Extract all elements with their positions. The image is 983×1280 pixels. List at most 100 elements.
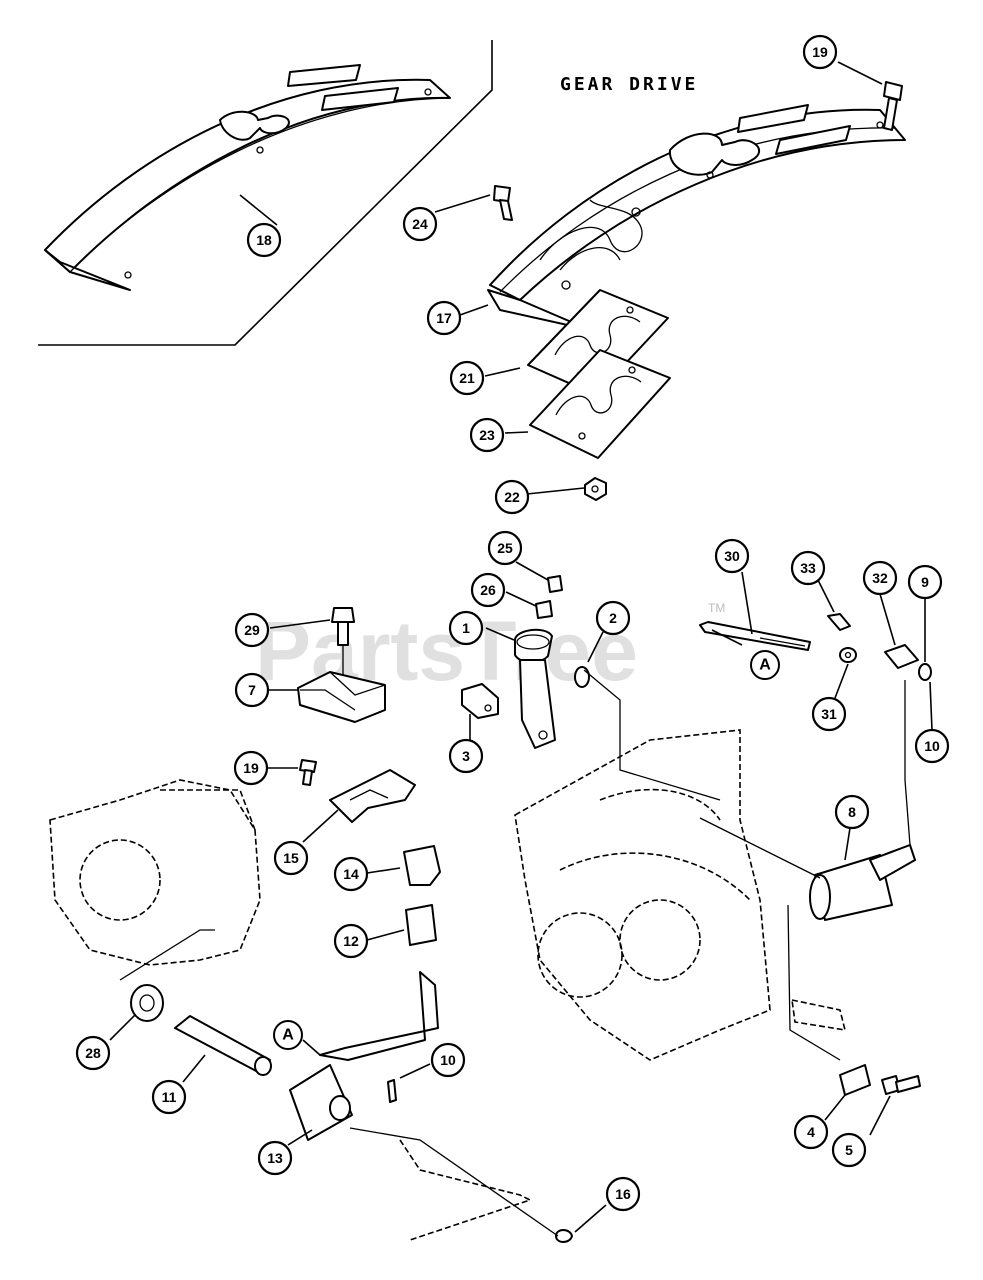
part-8-shaft	[809, 844, 916, 921]
part-30-rod	[699, 621, 811, 651]
part-9-clip	[918, 663, 932, 681]
svg-text:21: 21	[459, 370, 475, 386]
svg-text:25: 25	[497, 540, 513, 556]
part-4-block	[839, 1064, 871, 1096]
callout-11[interactable]: 11	[151, 1079, 187, 1115]
part-24-screw	[493, 185, 513, 221]
callout-32[interactable]: 32	[862, 560, 898, 596]
part-32-clevis	[884, 644, 919, 669]
bushing	[791, 998, 847, 1031]
svg-text:18: 18	[256, 232, 272, 248]
callout-13[interactable]: 13	[257, 1140, 293, 1176]
svg-text:30: 30	[724, 548, 740, 564]
part-13-lever	[289, 971, 439, 1141]
part-19-screw-top	[883, 81, 903, 131]
svg-text:1: 1	[462, 620, 470, 636]
svg-text:13: 13	[267, 1150, 283, 1166]
inset-frame	[38, 40, 493, 346]
svg-text:29: 29	[244, 622, 260, 638]
part-7-bracket	[297, 671, 386, 723]
svg-text:16: 16	[615, 1186, 631, 1202]
callout-17[interactable]: 17	[426, 300, 462, 336]
part-1-lever	[514, 628, 556, 749]
callout-2[interactable]: 2	[595, 600, 631, 636]
callout-22[interactable]: 22	[494, 479, 530, 515]
part-10-pin-lower	[387, 1079, 397, 1103]
reference-marker-a-top: A	[750, 650, 780, 680]
leader-lines	[109, 61, 933, 1233]
callout-8[interactable]: 8	[834, 794, 870, 830]
callout-23[interactable]: 23	[469, 417, 505, 453]
callout-26[interactable]: 26	[470, 572, 506, 608]
callout-5[interactable]: 5	[831, 1132, 867, 1168]
svg-text:19: 19	[243, 760, 259, 776]
svg-text:10: 10	[440, 1052, 456, 1068]
svg-text:9: 9	[921, 574, 929, 590]
transmission-housing	[514, 729, 771, 1061]
part-29-bolt	[331, 607, 355, 675]
callout-28[interactable]: 28	[75, 1035, 111, 1071]
callout-29[interactable]: 29	[234, 612, 270, 648]
svg-text:26: 26	[480, 582, 496, 598]
part-31-washer	[839, 647, 857, 663]
part-26-setscrew	[535, 600, 553, 619]
svg-text:5: 5	[845, 1142, 853, 1158]
part-2-oring	[574, 666, 590, 688]
svg-text:7: 7	[248, 682, 256, 698]
svg-text:2: 2	[609, 610, 617, 626]
callout-31[interactable]: 31	[811, 696, 847, 732]
callout-21[interactable]: 21	[449, 360, 485, 396]
svg-text:8: 8	[848, 804, 856, 820]
svg-text:12: 12	[343, 933, 359, 949]
connection-lines	[119, 669, 911, 1241]
part-11-shaft	[174, 1015, 272, 1076]
svg-text:3: 3	[462, 748, 470, 764]
svg-text:A: A	[282, 1027, 294, 1044]
svg-text:24: 24	[412, 216, 428, 232]
callout-19-lower[interactable]: 19	[233, 750, 269, 786]
part-33-pin	[827, 613, 851, 631]
callout-33[interactable]: 33	[790, 550, 826, 586]
diagram-title: GEAR DRIVE	[560, 74, 698, 95]
callout-9[interactable]: 9	[907, 564, 943, 600]
part-22-nut	[584, 477, 607, 501]
callout-18[interactable]: 18	[246, 222, 282, 258]
svg-text:19: 19	[812, 44, 828, 60]
callout-12[interactable]: 12	[333, 923, 369, 959]
part-15-plate	[329, 769, 416, 823]
svg-text:17: 17	[436, 310, 452, 326]
svg-text:10: 10	[924, 738, 940, 754]
watermark-trademark: TM	[708, 601, 725, 615]
part-28-nut	[130, 984, 164, 1022]
callout-4[interactable]: 4	[793, 1114, 829, 1150]
callout-16[interactable]: 16	[605, 1176, 641, 1212]
callout-14[interactable]: 14	[333, 856, 369, 892]
callout-30[interactable]: 30	[714, 538, 750, 574]
svg-text:11: 11	[162, 1089, 177, 1105]
part-12-pad	[405, 904, 437, 946]
callout-19-top[interactable]: 19	[802, 34, 838, 70]
left-assembly	[49, 779, 261, 966]
callout-1[interactable]: 1	[448, 610, 484, 646]
svg-text:28: 28	[85, 1045, 101, 1061]
callout-3[interactable]: 3	[448, 738, 484, 774]
part-17-cover	[487, 104, 906, 331]
callout-10-right[interactable]: 10	[914, 728, 950, 764]
callout-10-bottom[interactable]: 10	[430, 1042, 466, 1078]
svg-text:33: 33	[800, 560, 816, 576]
part-23-plate	[529, 349, 671, 459]
svg-text:31: 31	[821, 706, 837, 722]
svg-text:22: 22	[504, 489, 520, 505]
part-19-screw-lower	[299, 759, 317, 786]
svg-text:14: 14	[343, 866, 359, 882]
svg-text:4: 4	[807, 1124, 815, 1140]
part-25-setscrew	[547, 575, 563, 593]
callout-25[interactable]: 25	[487, 530, 523, 566]
part-18-cover	[44, 64, 451, 291]
callout-24[interactable]: 24	[402, 206, 438, 242]
callout-7[interactable]: 7	[234, 672, 270, 708]
callout-15[interactable]: 15	[273, 840, 309, 876]
reference-marker-a-bottom: A	[273, 1020, 303, 1050]
part-14-knob	[403, 845, 441, 886]
